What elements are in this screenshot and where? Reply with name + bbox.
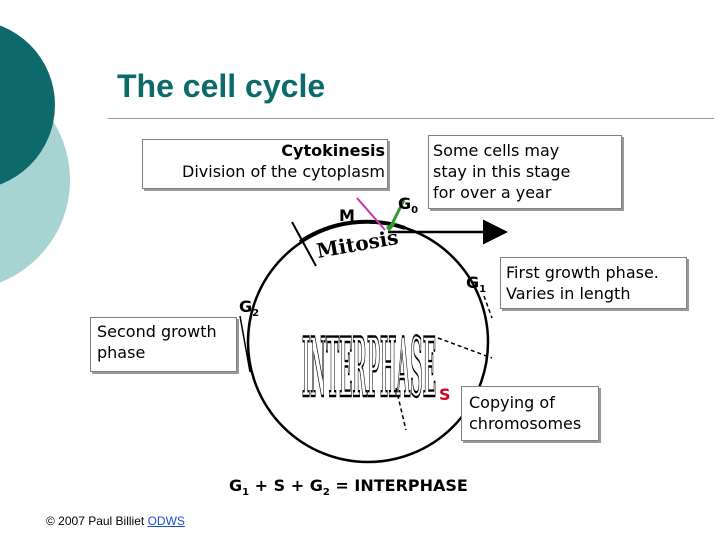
g1-note-box: First growth phase. Varies in length <box>500 257 687 309</box>
mitosis-start-divider <box>291 221 317 267</box>
copyright-text: © 2007 Paul Billiet <box>46 514 148 528</box>
phase-label-g0: G0 <box>398 194 419 216</box>
mitosis-label: Mitosis <box>315 225 400 263</box>
phase-label-s: S <box>439 385 451 404</box>
s-note-box: Copying of chromosomes <box>461 386 599 441</box>
decorative-dark-circle <box>0 25 55 185</box>
phase-label-g2: G2 <box>239 297 260 319</box>
phase-label-g1: G1 <box>466 273 487 295</box>
g0-pointer-arrow <box>389 199 406 227</box>
g0-note-box: Some cells may stay in this stage for ov… <box>428 135 622 209</box>
phase-label-m: M <box>339 206 355 225</box>
copyright-notice: © 2007 Paul Billiet ODWS <box>46 514 185 528</box>
title-divider <box>108 118 714 119</box>
cytokinesis-box: Cytokinesis Division of the cytoplasm <box>142 139 388 189</box>
m-pointer-line <box>356 197 386 231</box>
interphase-label: INTERPHASE <box>302 321 436 416</box>
page-title: The cell cycle <box>117 68 326 104</box>
cytokinesis-description: Division of the cytoplasm <box>182 162 385 181</box>
g0-pointer-arrowhead <box>386 222 397 232</box>
interphase-equation: G1 + S + G2 = INTERPHASE <box>229 476 468 498</box>
g2-divider <box>239 315 251 373</box>
cytokinesis-heading: Cytokinesis <box>281 141 385 160</box>
g1-start-divider <box>483 295 493 319</box>
copyright-link[interactable]: ODWS <box>147 514 185 528</box>
s-g2-divider <box>395 387 407 431</box>
g2-note-box: Second growth phase <box>90 317 237 372</box>
g1-s-divider <box>437 337 493 359</box>
